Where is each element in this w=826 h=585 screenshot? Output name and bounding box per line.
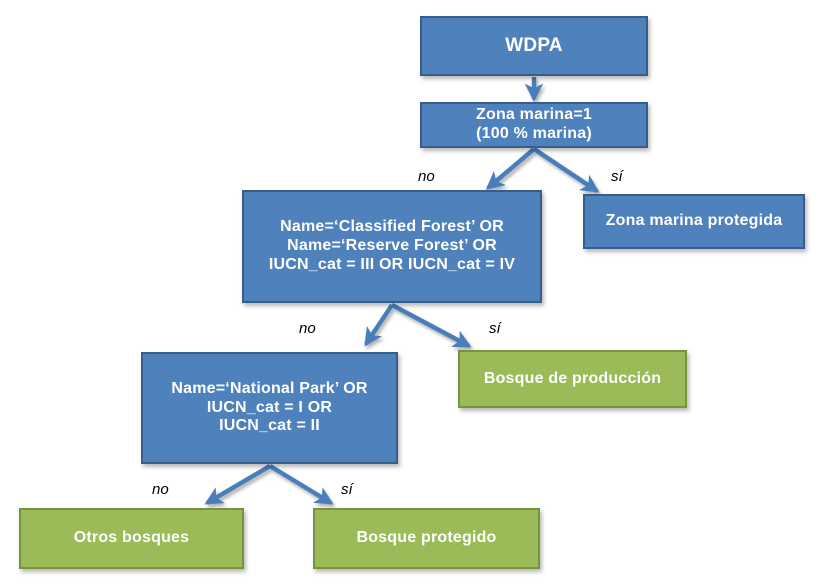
edge-classified-no (364, 303, 394, 347)
edge-label-natpark-no: no (152, 481, 169, 498)
node-national-park-label: Name=‘National Park’ OR IUCN_cat = I OR … (171, 379, 368, 435)
edge-label-zonamarina-no: no (418, 168, 435, 185)
node-zona-marina-protegida[interactable]: Zona marina protegida (583, 194, 805, 249)
edge-label-zonamarina-si: sí (611, 168, 623, 185)
node-zona-marina-protegida-label: Zona marina protegida (605, 212, 783, 230)
edge-zonamarina-si (532, 147, 600, 193)
edge-classified-si (390, 303, 472, 348)
edge-natpark-no (204, 464, 272, 505)
node-bosque-de-produccion-label: Bosque de producción (483, 369, 662, 387)
node-wdpa[interactable]: WDPA (420, 16, 648, 76)
edge-label-natpark-si: sí (341, 481, 353, 498)
node-bosque-protegido[interactable]: Bosque protegido (313, 508, 540, 569)
node-zona-marina-label: Zona marina=1 (100 % marina) (476, 106, 592, 142)
node-bosque-de-produccion[interactable]: Bosque de producción (458, 350, 687, 408)
node-classified-forest[interactable]: Name=‘Classified Forest’ OR Name=‘Reserv… (242, 190, 542, 303)
node-bosque-protegido-label: Bosque protegido (356, 529, 497, 547)
node-classified-forest-label: Name=‘Classified Forest’ OR Name=‘Reserv… (268, 218, 516, 273)
edge-label-classified-no: no (299, 320, 316, 337)
node-zona-marina[interactable]: Zona marina=1 (100 % marina) (420, 102, 648, 148)
node-wdpa-label: WDPA (505, 34, 563, 56)
node-otros-bosques-label: Otros bosques (73, 529, 190, 547)
edge-natpark-si (268, 464, 334, 505)
edge-label-classified-si: sí (489, 320, 501, 337)
node-national-park[interactable]: Name=‘National Park’ OR IUCN_cat = I OR … (141, 352, 398, 464)
node-otros-bosques[interactable]: Otros bosques (19, 508, 244, 569)
edge-zonamarina-no (485, 147, 536, 190)
